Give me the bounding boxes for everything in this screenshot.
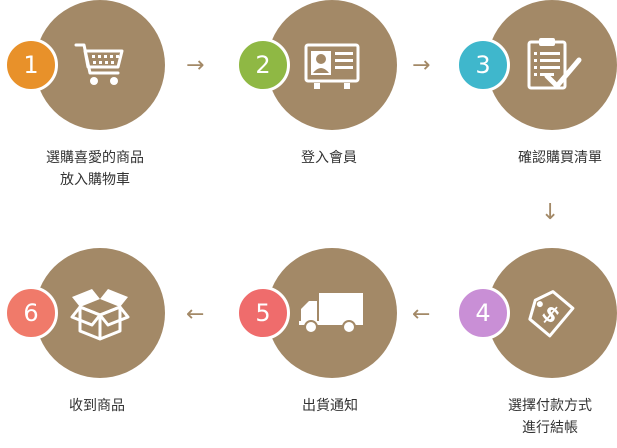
arrow-down-icon: ↓ <box>541 200 560 225</box>
arrow-right-icon: → <box>186 53 205 78</box>
step-1-label: 選購喜愛的商品 放入購物車 <box>15 147 175 191</box>
step-2: 2 登入會員 <box>236 0 422 200</box>
arrow-left-icon: ← <box>412 302 431 327</box>
shopping-cart-icon <box>74 43 124 85</box>
step-2-number-badge: 2 <box>236 38 290 92</box>
price-tag-dollar-icon: $ <box>528 290 575 338</box>
step-1-label-line1: 選購喜愛的商品 <box>46 150 144 166</box>
arrow-left-icon-2: ← <box>186 302 205 327</box>
step-3-label: 確認購買清單 <box>480 147 617 169</box>
open-box-icon <box>70 289 130 341</box>
step-5-number-badge: 5 <box>236 286 290 340</box>
step-4: $ 4 選擇付款方式 進行結帳 <box>456 248 617 448</box>
step-4-label: 選擇付款方式 進行結帳 <box>470 395 617 439</box>
step-6: 6 收到商品 <box>4 248 190 448</box>
step-5-label: 出貨通知 <box>250 395 410 417</box>
step-2-label-line1: 登入會員 <box>301 150 357 166</box>
step-1: 1 選購喜愛的商品 放入購物車 <box>4 0 190 200</box>
step-6-number-badge: 6 <box>4 286 58 340</box>
delivery-truck-icon <box>299 293 363 334</box>
step-5: 5 出貨通知 <box>236 248 422 448</box>
step-3-label-line1: 確認購買清單 <box>518 150 602 166</box>
step-4-number-badge: 4 <box>456 286 510 340</box>
step-4-label-line1: 選擇付款方式 <box>508 398 592 414</box>
step-3-number-badge: 3 <box>456 38 510 92</box>
step-4-label-line2: 進行結帳 <box>522 420 578 436</box>
step-1-label-line2: 放入購物車 <box>60 172 130 188</box>
checklist-clipboard-icon <box>527 38 582 90</box>
step-6-label: 收到商品 <box>17 395 177 417</box>
step-3: 3 確認購買清單 <box>456 0 617 200</box>
step-2-label: 登入會員 <box>249 147 409 169</box>
member-id-card-icon <box>304 43 360 89</box>
step-6-label-line1: 收到商品 <box>69 398 125 414</box>
step-1-number-badge: 1 <box>4 38 58 92</box>
step-5-label-line1: 出貨通知 <box>302 398 358 414</box>
arrow-right-icon-2: → <box>412 53 431 78</box>
